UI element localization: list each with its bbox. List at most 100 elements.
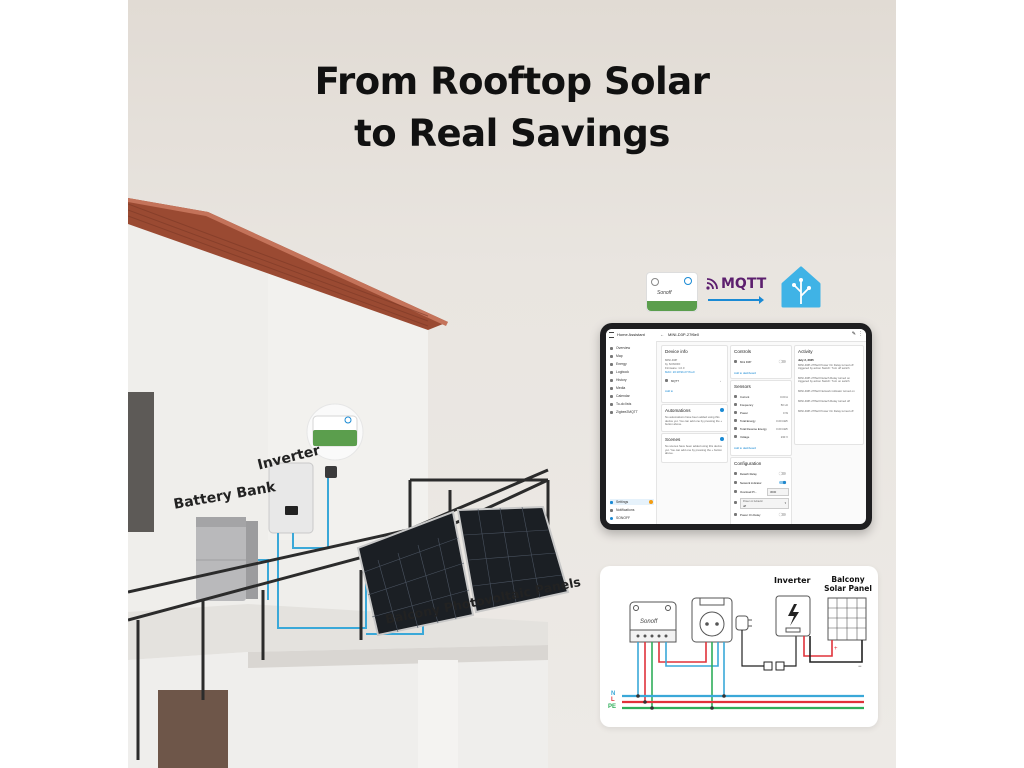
edit-icon[interactable]: ✎	[851, 331, 856, 337]
controls-add-dashboard[interactable]: Add to dashboard	[734, 371, 757, 375]
controls-card: Controls Mini D3P Add to dashboard	[730, 345, 792, 379]
configuration-title: Configuration	[734, 461, 762, 466]
power-on-behavior-select[interactable]: Power on behavior off ▾	[740, 498, 789, 509]
activity-entry[interactable]: MINI-D3P-27f6e0 Detach Relay turned on t…	[798, 376, 850, 384]
sensor-icon	[734, 403, 737, 406]
sidebar-item-map[interactable]: Map	[610, 353, 623, 359]
sensors-card: Sensors Current 0.00 A Frequency 50 Hz P…	[730, 380, 792, 456]
back-arrow-icon[interactable]: ←	[660, 332, 664, 337]
mqtt-signal-icon	[706, 278, 718, 290]
mqtt-logo: MQTT	[706, 276, 770, 292]
sensor-name: Total Energy	[740, 419, 756, 423]
plug	[735, 615, 797, 671]
activity-entry[interactable]: MINI-D3P-27f6e0 Power On Delay turned of…	[798, 409, 854, 413]
network-indicator-toggle[interactable]	[779, 481, 786, 485]
more-menu-icon[interactable]: ⋮	[858, 331, 863, 337]
plus-terminal: +	[834, 646, 838, 652]
configuration-card: Configuration Detach Relay Network indic…	[730, 457, 792, 524]
sidebar-item-todo[interactable]: To-do lists	[610, 401, 631, 407]
promo-stage: From Rooftop Solar to Real Savings	[128, 0, 896, 768]
sidebar-item-settings[interactable]: Settings	[610, 499, 654, 505]
mqtt-integration-row[interactable]: MQTT	[671, 379, 679, 383]
add-automation-icon[interactable]	[720, 408, 724, 412]
line-label-l: L	[611, 697, 615, 703]
mqtt-text: MQTT	[721, 276, 767, 292]
sidebar-item-calendar[interactable]: Calendar	[610, 393, 630, 399]
select-label: Power on behavior	[743, 499, 763, 503]
sensor-name: Current	[740, 395, 750, 399]
socket-outlet	[691, 597, 733, 643]
sensor-icon	[734, 419, 737, 422]
inverter-box	[775, 595, 811, 637]
config-icon	[734, 481, 737, 484]
wiring-diagram	[622, 595, 867, 710]
detach-relay-toggle[interactable]	[779, 472, 786, 476]
config-name: Overload Pr...	[740, 490, 758, 494]
config-name: Network indicator	[740, 481, 762, 485]
config-icon	[734, 490, 737, 493]
tablet-device: Home Assistant ← MINI-D3P-27f6e0 ✎ ⋮ Ove…	[600, 323, 872, 530]
wiring-diagram-card: Sonoff Inverter Balcony Solar Panel N L …	[600, 566, 878, 727]
sidebar-item-notifications[interactable]: Notifications	[610, 507, 634, 513]
minus-terminal: −	[858, 664, 862, 670]
device-firmware: Firmware: 1.0.0	[665, 366, 685, 370]
scenes-empty-text: No scenes have been added using this dev…	[665, 444, 723, 456]
line-label-n: N	[611, 691, 616, 697]
mqtt-integration-icon	[665, 379, 668, 382]
battery-bank-unit	[196, 517, 258, 601]
sensor-value: 0.00 A	[780, 395, 788, 399]
sidebar-item-overview[interactable]: Overview	[610, 345, 630, 351]
automations-card: Automations No automations have been add…	[661, 404, 728, 432]
activity-entry[interactable]: MINI-D3P-27f6e0 Detach Relay turned off	[798, 399, 850, 403]
sidebar-item-energy[interactable]: Energy	[610, 361, 627, 367]
wiring-panel-label: Balcony Solar Panel	[824, 575, 872, 593]
headline-line-1: From Rooftop Solar	[314, 60, 710, 103]
sensor-icon	[734, 395, 737, 398]
integration-strip: Sonoff MQTT	[646, 266, 826, 312]
ha-sidebar: Overview Map Energy Logbook History Medi…	[606, 341, 657, 524]
overload-input[interactable]: 3000	[767, 488, 789, 496]
sonoff-brand-text: Sonoff	[657, 290, 672, 296]
activity-entry[interactable]: MINI-D3P-27f6e0 Network indicator turned…	[798, 389, 855, 393]
sensor-value: 0.00 kWh	[776, 427, 788, 431]
power-icon	[734, 360, 737, 363]
sensor-value: 230 V	[780, 435, 788, 439]
sensor-value: 0.00 kWh	[776, 419, 788, 423]
add-to-button[interactable]: Add to	[665, 389, 674, 393]
control-toggle[interactable]	[779, 360, 786, 364]
arrow-icon	[708, 296, 764, 304]
sonoff-device-callout	[306, 403, 364, 461]
sensors-title: Sensors	[734, 384, 751, 389]
chevron-right-icon: ›	[720, 379, 721, 383]
balcony-solar-panels	[356, 505, 570, 637]
menu-icon[interactable]	[609, 332, 614, 338]
device-manufacturer: by SONOFF	[665, 362, 681, 366]
scenes-card: Scenes No scenes have been added using t…	[661, 433, 728, 463]
inverter-unit	[268, 462, 314, 534]
sidebar-item-user[interactable]: SONOFF	[610, 515, 630, 521]
ha-top-bar: Home Assistant ← MINI-D3P-27f6e0 ✎ ⋮	[606, 329, 866, 342]
ha-app-title: Home Assistant	[617, 332, 645, 337]
activity-entry[interactable]: MINI-D3P-27f6e0 Power On Delay turned of…	[798, 363, 854, 371]
activity-card: Activity July 2, 2025 MINI-D3P-27f6e0 Po…	[794, 345, 864, 445]
sensor-name: Frequency	[740, 403, 754, 407]
sidebar-item-history[interactable]: History	[610, 377, 627, 383]
add-scene-icon[interactable]	[720, 437, 724, 441]
select-value: off	[743, 503, 747, 508]
wiring-inverter-label: Inverter	[774, 576, 811, 585]
sensor-name: Voltage	[740, 435, 750, 439]
home-assistant-icon	[781, 266, 821, 308]
sidebar-item-logbook[interactable]: Logbook	[610, 369, 629, 375]
device-info-title: Device info	[665, 349, 688, 354]
sidebar-item-zigbee2mqtt[interactable]: Zigbee2MQTT	[610, 409, 638, 415]
device-mac[interactable]: MAC: 20:18:9b:27:f6:e0	[665, 370, 695, 374]
activity-title: Activity	[798, 349, 813, 354]
automations-title: Automations	[665, 408, 691, 413]
sidebar-item-media[interactable]: Media	[610, 385, 625, 391]
wall-socket	[325, 466, 337, 478]
sensors-add-dashboard[interactable]: Add to dashboard	[734, 446, 757, 450]
sensor-icon	[734, 411, 737, 414]
config-icon	[734, 513, 737, 516]
power-on-delay-toggle[interactable]	[779, 513, 786, 517]
sensor-value: 0 W	[783, 411, 788, 415]
